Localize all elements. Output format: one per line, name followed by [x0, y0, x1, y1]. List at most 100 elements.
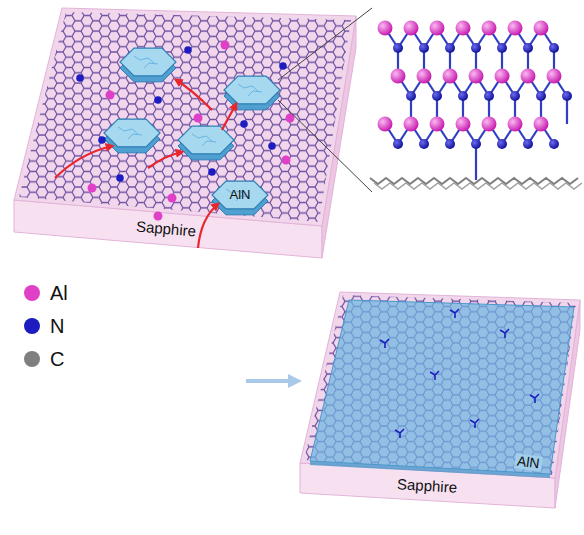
n-atom [419, 139, 429, 149]
n-atom [523, 43, 533, 53]
al-atom [378, 117, 393, 132]
n-atom [432, 91, 442, 101]
n-atom [471, 43, 481, 53]
aln-island [104, 119, 160, 153]
n-atom [76, 74, 84, 82]
island-texture [192, 134, 216, 146]
defect-mark [470, 419, 479, 428]
graphene-sheet [19, 12, 351, 222]
al-atom [443, 69, 458, 84]
zoom-line [278, 8, 372, 80]
aln-islands [104, 48, 280, 215]
n-atom [154, 96, 162, 104]
transition-arrow [246, 374, 302, 388]
island-texture [134, 56, 158, 68]
al-atom [456, 21, 471, 36]
n-atom [484, 91, 494, 101]
defect-mark [430, 371, 439, 380]
graphene-sheet [304, 295, 576, 475]
crystal-inset [370, 21, 582, 190]
al-atom [482, 117, 497, 132]
n-atom [562, 91, 572, 101]
n-atom [445, 139, 455, 149]
al-atom [391, 69, 406, 84]
defect-mark [450, 309, 459, 318]
n-atom [279, 62, 287, 70]
legend-text: Al [50, 280, 68, 306]
film-defects [380, 309, 539, 438]
island-texture [238, 84, 262, 96]
al-atom [482, 21, 497, 36]
sapphire-slab [14, 8, 356, 258]
al-atom [534, 117, 549, 132]
aln-island [120, 48, 176, 82]
n-atom [208, 168, 216, 176]
al-atom [282, 156, 291, 165]
island-texture [118, 127, 142, 139]
n-atom [549, 139, 559, 149]
n-atom [268, 142, 276, 150]
n-atom [536, 91, 546, 101]
n-atom [184, 46, 192, 54]
n-atom [458, 91, 468, 101]
legend-text: N [50, 313, 64, 339]
defect-mark [380, 339, 389, 348]
migration-arrows [55, 80, 236, 248]
n-atom [445, 43, 455, 53]
substrate-label: Sapphire [397, 476, 458, 496]
al-atom [404, 21, 419, 36]
al-atom [88, 184, 97, 193]
aln-island [224, 76, 280, 110]
island-top [224, 76, 280, 104]
aln-film [310, 300, 574, 474]
al-atom [521, 69, 536, 84]
al-atom [469, 69, 484, 84]
al-atom [417, 69, 432, 84]
island-top [120, 48, 176, 76]
al-atom [378, 21, 393, 36]
n-atom [510, 91, 520, 101]
n-atom [393, 43, 403, 53]
al-atom [547, 69, 562, 84]
al-atom [404, 117, 419, 132]
legend-text: C [50, 346, 64, 372]
n-atom [98, 136, 106, 144]
al-atom [508, 21, 523, 36]
island-top [212, 181, 268, 209]
legend-swatch [24, 351, 40, 367]
aln-island [212, 181, 268, 215]
al-atom [456, 117, 471, 132]
n-atom [497, 139, 507, 149]
al-atom [508, 117, 523, 132]
adatoms [76, 41, 294, 221]
island-top [104, 119, 160, 147]
n-atom [393, 139, 403, 149]
legend-swatch [24, 318, 40, 334]
n-atom [240, 120, 248, 128]
migration-arrow [198, 204, 218, 248]
n-atom [419, 43, 429, 53]
n-atom [549, 43, 559, 53]
graphene-layer [370, 178, 578, 184]
material-label: AlN [230, 188, 251, 202]
slab-top [14, 8, 356, 226]
al-atom [194, 114, 203, 123]
defect-mark [500, 329, 509, 338]
migration-arrow [222, 104, 236, 130]
n-atom [471, 139, 481, 149]
n-atom [497, 43, 507, 53]
migration-arrow [55, 146, 112, 178]
legend-swatch [24, 285, 40, 301]
al-atom [430, 117, 445, 132]
island-top [178, 126, 234, 154]
sapphire-slab [300, 292, 580, 508]
aln-island [178, 126, 234, 160]
migration-arrow [176, 80, 212, 110]
al-atom [430, 21, 445, 36]
defect-mark [395, 429, 404, 438]
n-atom [406, 91, 416, 101]
al-atom [168, 194, 177, 203]
al-atom [221, 41, 230, 50]
graphene-layer [374, 183, 582, 189]
